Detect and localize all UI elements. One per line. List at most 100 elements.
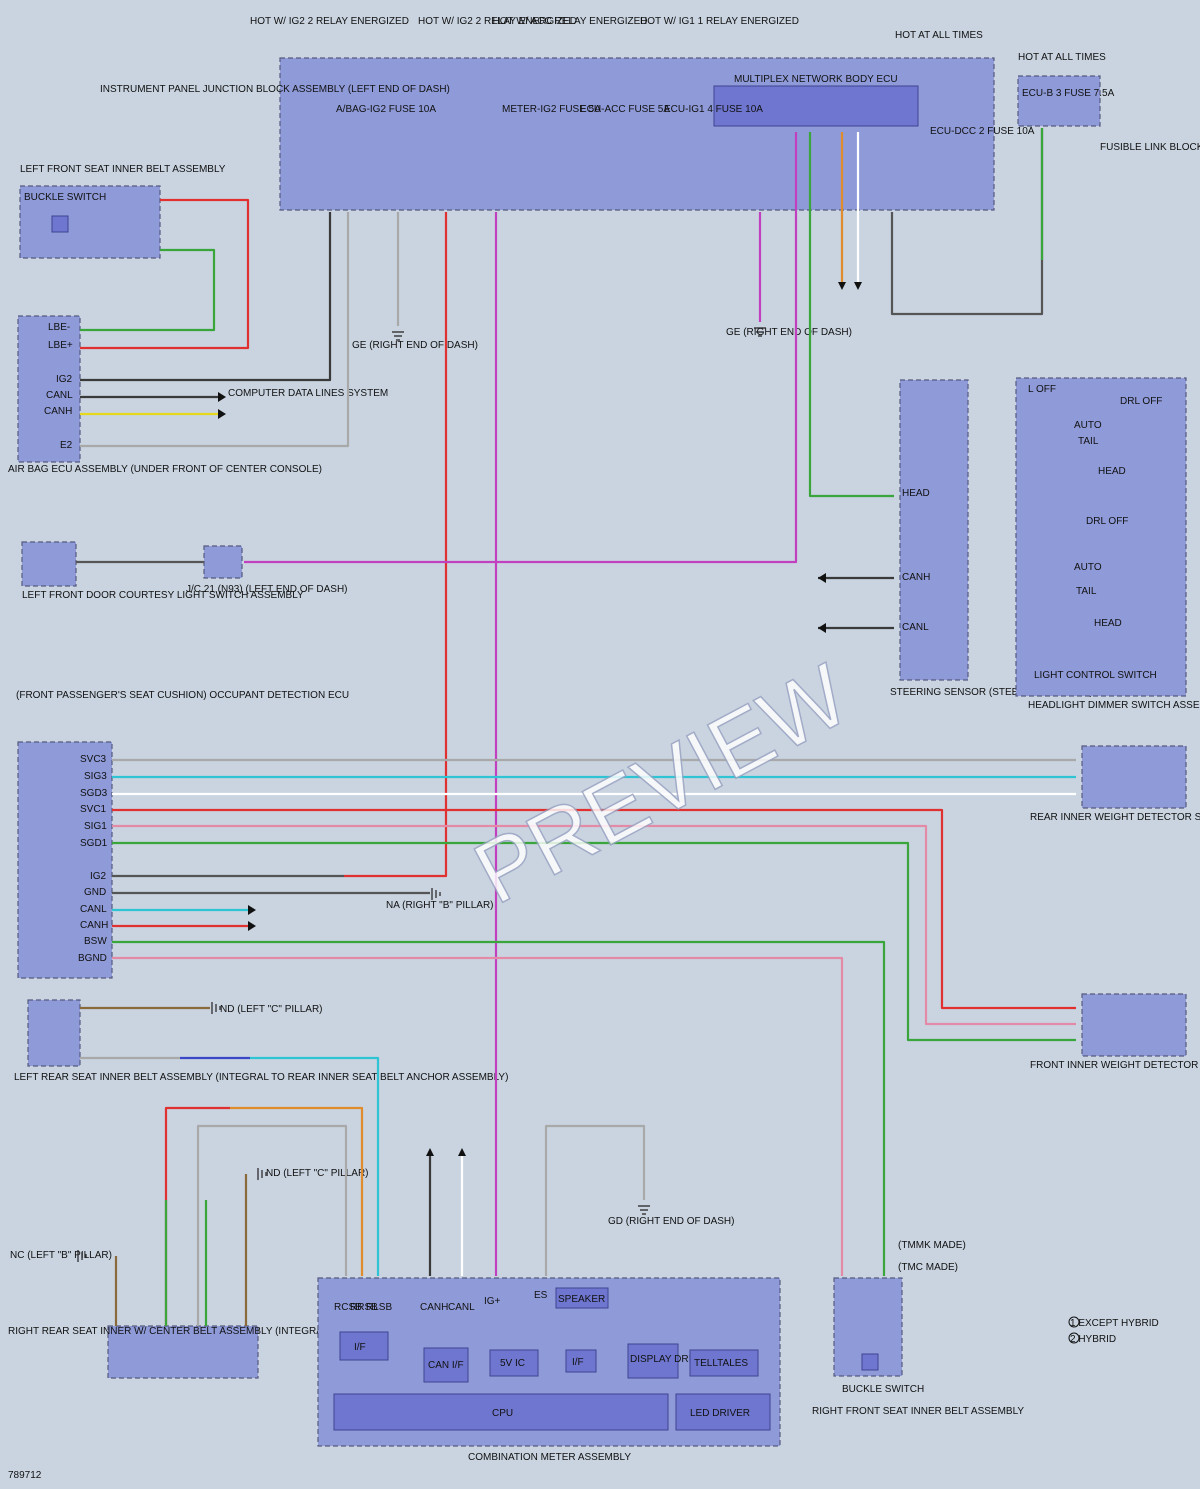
arrow-icon — [838, 282, 846, 290]
wire-green-lbe-minus — [80, 248, 216, 332]
left-front-belt-title: LEFT FRONT SEAT INNER BELT ASSEMBLY — [20, 164, 226, 175]
right-rear-belt-title: RIGHT REAR SEAT INNER W/ CENTER BELT ASS… — [8, 1326, 568, 1337]
ground-symbol — [754, 327, 766, 337]
occupant-pin-label: GND — [84, 887, 106, 898]
na-ground-label: NA (RIGHT "B" PILLAR) — [386, 900, 494, 911]
rear-sensor-box — [1081, 745, 1187, 809]
door-switch-box — [21, 541, 77, 587]
junction-block-box — [279, 57, 995, 211]
occupant-pin-label: SVC3 — [80, 754, 107, 765]
wire-green-sgd1 — [112, 841, 1076, 1042]
steering-sensor-title: STEERING SENSOR (STEERING COLUMN) — [890, 687, 1093, 698]
light-switch-inner-label: LIGHT CONTROL SWITCH — [1034, 670, 1157, 681]
airbag-pin-label: E2 — [60, 440, 73, 451]
nd-ground-label: ND (LEFT "C" PILLAR) — [220, 1004, 323, 1015]
meter-speaker-label: SPEAKER — [558, 1294, 605, 1305]
wires — [76, 128, 1076, 1326]
airbag-pin-label: CANL — [46, 390, 73, 401]
wire-red-svc1 — [112, 808, 1076, 1010]
airbag-pin-label: CANH — [44, 406, 72, 417]
steering-pin-label: HEAD — [902, 488, 930, 499]
arrow-icon — [854, 282, 862, 290]
front-sensor-box — [1081, 993, 1187, 1057]
wire-green-head — [808, 132, 894, 498]
fuse-meter-label: METER-IG2 FUSE 5A — [502, 104, 601, 115]
meter-5v-ic-label: 5V IC — [500, 1358, 525, 1369]
hot-all-times-label: HOT AT ALL TIMES — [895, 30, 983, 41]
wire-black-ig2 — [80, 212, 332, 382]
airbag-pin-label: IG2 — [56, 374, 73, 385]
occupant-pin-label: SGD1 — [80, 838, 108, 849]
door-switch-title: LEFT FRONT DOOR COURTESY LIGHT SWITCH AS… — [22, 590, 304, 601]
meter-pin-label: RRSB — [350, 1302, 378, 1313]
junction-block-title: INSTRUMENT PANEL JUNCTION BLOCK ASSEMBLY… — [100, 84, 450, 95]
wire-pink-bgnd — [112, 956, 844, 1276]
buckle-switch-block — [51, 215, 69, 233]
ground-symbols — [77, 327, 766, 1262]
meter-display-driver-block — [627, 1343, 679, 1379]
fuse-ecu-dcc-label: ECU-DCC 2 FUSE 10A — [930, 126, 1035, 137]
ge-ground-label: GE (RIGHT END OF DASH) — [352, 340, 478, 351]
meter-pin-label: IG+ — [484, 1296, 501, 1307]
occupant-pin-label: SIG1 — [84, 821, 107, 832]
left-rear-belt-box — [27, 999, 81, 1067]
meter-if-block-2 — [565, 1349, 597, 1373]
fuse-ecu-acc-label: ECU-ACC FUSE 5A — [580, 104, 670, 115]
meter-led-driver-block — [675, 1393, 771, 1431]
meter-cpu-label: CPU — [492, 1408, 513, 1419]
light-switch-position: AUTO — [1074, 420, 1102, 431]
meter-pin-label: ES — [534, 1290, 548, 1301]
meter-can-if-label: CAN I/F — [428, 1360, 464, 1371]
legend-item-1: 1 EXCEPT HYBRID — [1070, 1318, 1159, 1329]
arrow-icon — [426, 1148, 434, 1156]
gd-ground-label: GD (RIGHT END OF DASH) — [608, 1216, 734, 1227]
meter-telltales-label: TELLTALES — [694, 1358, 748, 1369]
ground-symbol — [211, 1002, 221, 1014]
tmc-made-label: (TMC MADE) — [898, 1262, 958, 1273]
diagram-id: 789712 — [8, 1470, 42, 1481]
combination-meter-title: COMBINATION METER ASSEMBLY — [468, 1452, 631, 1463]
right-front-buckle-block — [861, 1353, 879, 1371]
light-switch-positions: L OFF DRL OFF AUTO TAIL HEAD DRL OFF AUT… — [1028, 384, 1162, 629]
airbag-pin-label: LBE- — [48, 322, 70, 333]
hot-ig1-relay-label: HOT W/ IG1 1 RELAY ENERGIZED — [640, 16, 799, 27]
power-source-labels: HOT W/ IG2 2 RELAY ENERGIZED HOT W/ IG2 … — [250, 16, 1106, 63]
legend-item-2: 2 HYBRID — [1070, 1334, 1116, 1345]
left-front-buckle-label: BUCKLE SWITCH — [24, 192, 106, 203]
hot-all-times-label-2: HOT AT ALL TIMES — [1018, 52, 1106, 63]
airbag-ecu-pins: LBE- LBE+ IG2 CANL CANH E2 — [44, 322, 73, 451]
front-sensor-title: FRONT INNER WEIGHT DETECTOR SENSOR SUB-A… — [1030, 1060, 1200, 1071]
wire-gray-meter-es — [544, 1124, 646, 1276]
occupant-pin-label: CANH — [80, 920, 108, 931]
meter-can-if-block — [423, 1347, 469, 1383]
left-front-belt-box — [19, 185, 161, 259]
arrow-icon — [218, 392, 226, 402]
arrow-icon — [818, 573, 826, 583]
right-front-belt-title: RIGHT FRONT SEAT INNER BELT ASSEMBLY — [812, 1406, 1024, 1417]
light-switch-position: L OFF — [1028, 384, 1056, 395]
light-switch-box — [1015, 377, 1187, 697]
arrow-icon — [248, 905, 256, 915]
arrow-icon — [218, 409, 226, 419]
meter-display-driver-label: DISPLAY DRIVER — [630, 1354, 712, 1365]
fusible-link-box — [1017, 75, 1101, 127]
ge-ground-label-2: GE (RIGHT END OF DASH) — [726, 327, 852, 338]
right-rear-belt-box — [107, 1325, 259, 1379]
airbag-pin-label: LBE+ — [48, 340, 73, 351]
meter-pin-label: CANL — [448, 1302, 475, 1313]
legend-marker-1 — [1068, 1316, 1080, 1328]
ground-symbol — [392, 331, 404, 341]
light-switch-title: HEADLIGHT DIMMER SWITCH ASSEMBLY — [1028, 700, 1200, 711]
left-rear-belt-title: LEFT REAR SEAT INNER BELT ASSEMBLY (INTE… — [14, 1072, 508, 1083]
occupant-ecu-pins: SVC3 SIG3 SGD3 SVC1 SIG1 SGD1 IG2 GND CA… — [78, 754, 108, 964]
occupant-pin-label: BSW — [84, 936, 107, 947]
light-switch-position: DRL OFF — [1120, 396, 1162, 407]
meter-speaker-block — [555, 1287, 609, 1309]
jc21-title: J/C 21 (N93) (LEFT END OF DASH) — [186, 584, 348, 595]
meter-if-label: I/F — [354, 1342, 366, 1353]
fuse-ecu-ig1-label: ECU-IG1 4 FUSE 10A — [664, 104, 763, 115]
meter-if-block — [339, 1331, 389, 1361]
jc21-box — [203, 545, 243, 579]
ground-symbol — [638, 1205, 650, 1215]
steering-sensor-box — [899, 379, 969, 681]
